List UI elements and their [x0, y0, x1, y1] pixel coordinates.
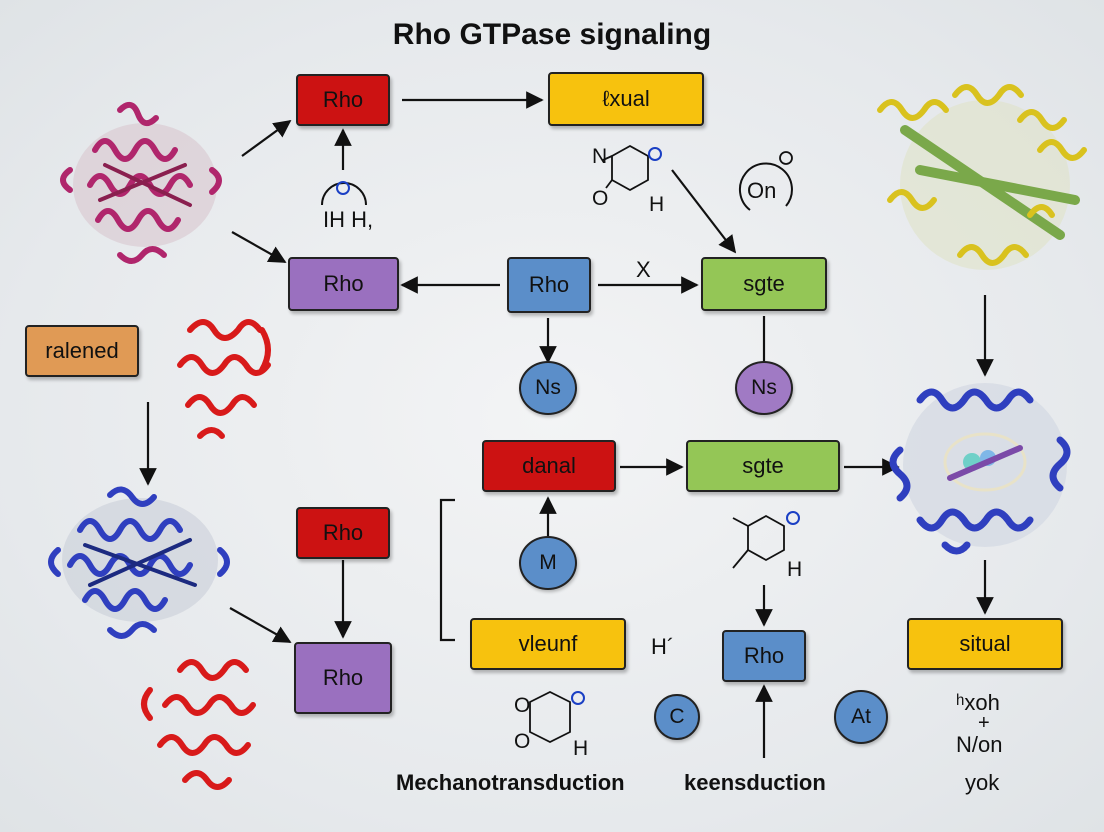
arrow-protein-to-rho-bottom — [229, 607, 292, 643]
arrow-protein-to-rho-top — [241, 119, 292, 157]
bracket-left — [439, 498, 455, 642]
protein-yellow-green-icon — [877, 84, 1087, 270]
mol3-o2: O — [514, 730, 531, 753]
yok-label: yok — [965, 770, 1000, 795]
mol3-o1: O — [514, 694, 531, 717]
rho-top-box: Rho — [296, 74, 390, 126]
at-circle: At — [834, 690, 888, 744]
rho-mid-left-box: Rho — [288, 257, 399, 311]
on-label: On — [747, 178, 777, 203]
hxoh-label: ʰxoh — [956, 690, 1000, 715]
m-circle: M — [519, 536, 577, 590]
rho-bottom-left-box: Rho — [294, 642, 392, 714]
sgte-top-label: sgte — [743, 271, 785, 296]
arrow-mol-to-sgte — [671, 169, 737, 254]
m-label: M — [539, 551, 557, 574]
mol3-h: H — [573, 737, 589, 760]
vleunf-label: vleunf — [518, 631, 578, 656]
molecule-ring-icon — [529, 690, 571, 744]
c-circle: C — [654, 694, 700, 740]
protein-blue-icon — [48, 486, 230, 639]
rho-mid-left-label: Rho — [323, 271, 364, 296]
c-label: C — [669, 705, 685, 728]
sgte-top-box: sgte — [701, 257, 827, 311]
mol1-n: N — [592, 145, 608, 168]
n-on-label: N/on — [956, 732, 1003, 757]
situal-label: situal — [959, 631, 1011, 656]
mol2-h: H — [787, 558, 803, 581]
keensduction-caption: keensduction — [684, 770, 826, 795]
rho-low-left-label: Rho — [322, 520, 364, 545]
mechanotransduction-caption: Mechanotransduction — [396, 770, 625, 795]
arrow-protein-to-rho-mid — [231, 231, 287, 263]
ralened-label: ralened — [45, 338, 119, 363]
diagram-title: Rho GTPase signaling — [392, 18, 712, 51]
mol1-o: O — [592, 187, 609, 210]
rho-bottom-center-label: Rho — [743, 643, 785, 668]
sgte-mid-label: sgte — [742, 453, 784, 478]
vleunf-box: vleunf — [470, 618, 626, 670]
mol1-h: H — [649, 193, 665, 216]
protein-blue-right-icon — [889, 383, 1071, 555]
h-prime-label: H´ — [651, 634, 675, 659]
protein-red-lower-icon — [141, 659, 256, 790]
protein-red-icon — [177, 319, 271, 439]
x-label: X — [636, 257, 651, 282]
ralened-box: ralened — [25, 325, 139, 377]
at-label: At — [851, 705, 871, 728]
protein-magenta-icon — [60, 101, 222, 264]
ns-right-label: Ns — [751, 376, 777, 399]
rho-bottom-center-box: Rho — [722, 630, 806, 682]
rho-top-label: Rho — [322, 87, 364, 112]
rho-bottom-left-label: Rho — [322, 665, 364, 690]
plus-label: + — [978, 712, 990, 734]
rho-center-label: Rho — [528, 272, 570, 297]
rho-center-box: Rho — [507, 257, 591, 313]
situal-box: situal — [907, 618, 1063, 670]
molecule-ring-icon — [602, 144, 649, 192]
ns-left-label: Ns — [535, 376, 561, 399]
molecule-ring-icon — [732, 514, 785, 569]
ih-h-label: IH H, — [323, 207, 374, 232]
ns-right-circle: Ns — [735, 361, 793, 415]
rho-low-left-box: Rho — [296, 507, 390, 559]
danal-box: danal — [482, 440, 616, 492]
lxual-label: ℓxual — [602, 86, 650, 111]
lxual-box: ℓxual — [548, 72, 704, 126]
ns-left-circle: Ns — [519, 361, 577, 415]
sgte-mid-box: sgte — [686, 440, 840, 492]
danal-label: danal — [522, 453, 576, 478]
